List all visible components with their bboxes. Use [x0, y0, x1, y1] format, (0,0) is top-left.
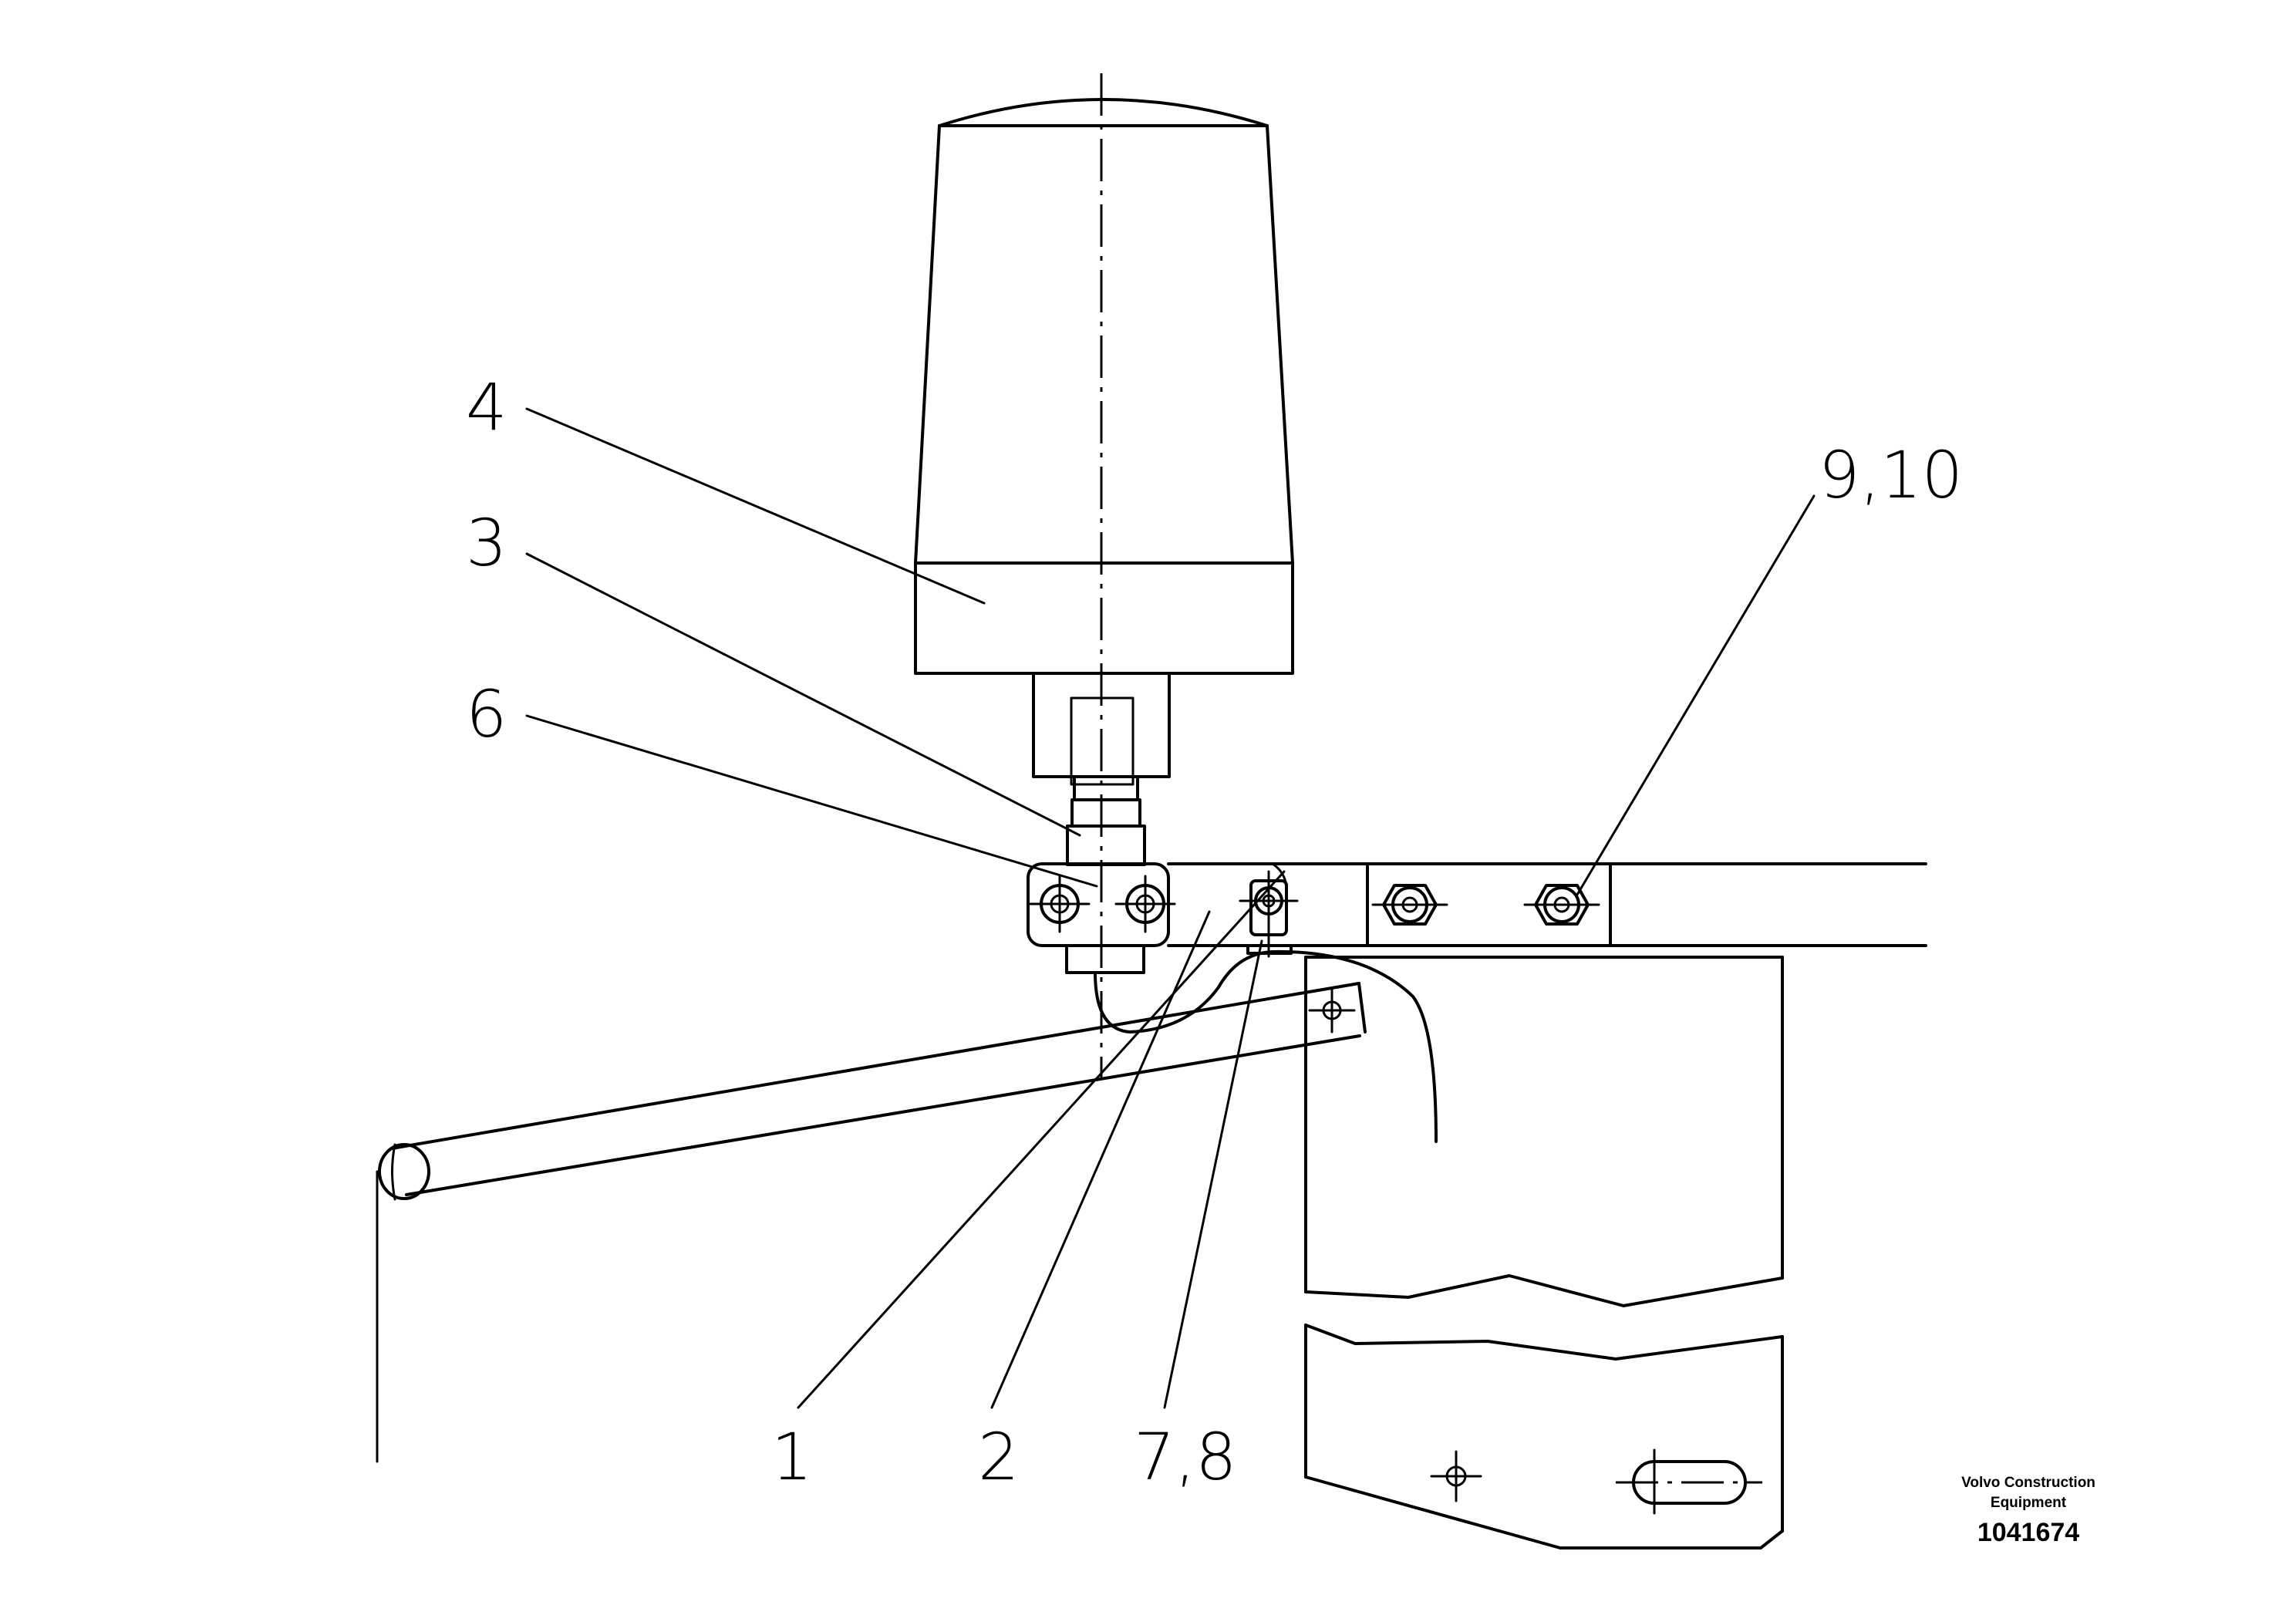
callout-6: 6 — [466, 676, 507, 752]
callout-4: 4 — [466, 369, 507, 445]
leader-6 — [525, 714, 1098, 888]
hex-nut-left — [1371, 884, 1448, 926]
company-name: Volvo Construction Equipment — [1944, 1473, 2113, 1513]
bracket-plate — [1167, 862, 1927, 947]
callout-7-8: 7,8 — [1134, 1419, 1237, 1495]
leader-3 — [525, 552, 1081, 837]
document-number: 1041674 — [1977, 1518, 2080, 1547]
callout-3: 3 — [466, 505, 507, 581]
callouts: 4 3 6 9,10 1 2 7,8 — [466, 369, 1963, 1495]
hex-nut-right — [1523, 884, 1600, 926]
leader-4 — [525, 407, 986, 605]
cable — [1094, 949, 1438, 1143]
leader-9-10 — [1576, 494, 1816, 896]
callout-1: 1 — [771, 1419, 812, 1495]
support-rod — [376, 982, 1367, 1463]
company-line-2: Equipment — [1990, 1495, 2067, 1511]
callout-2: 2 — [978, 1419, 1019, 1495]
leader-1 — [797, 870, 1286, 1409]
leader-2 — [990, 910, 1211, 1409]
callout-9-10: 9,10 — [1819, 437, 1963, 513]
lower-panel — [1304, 956, 1784, 1549]
mounting-clamp — [1027, 862, 1176, 974]
beacon-lamp — [914, 98, 1294, 675]
leader-lines — [525, 407, 1816, 1409]
company-line-1: Volvo Construction — [1961, 1475, 2095, 1491]
screw-7-8 — [1239, 870, 1299, 958]
leader-7-8 — [1163, 939, 1263, 1409]
